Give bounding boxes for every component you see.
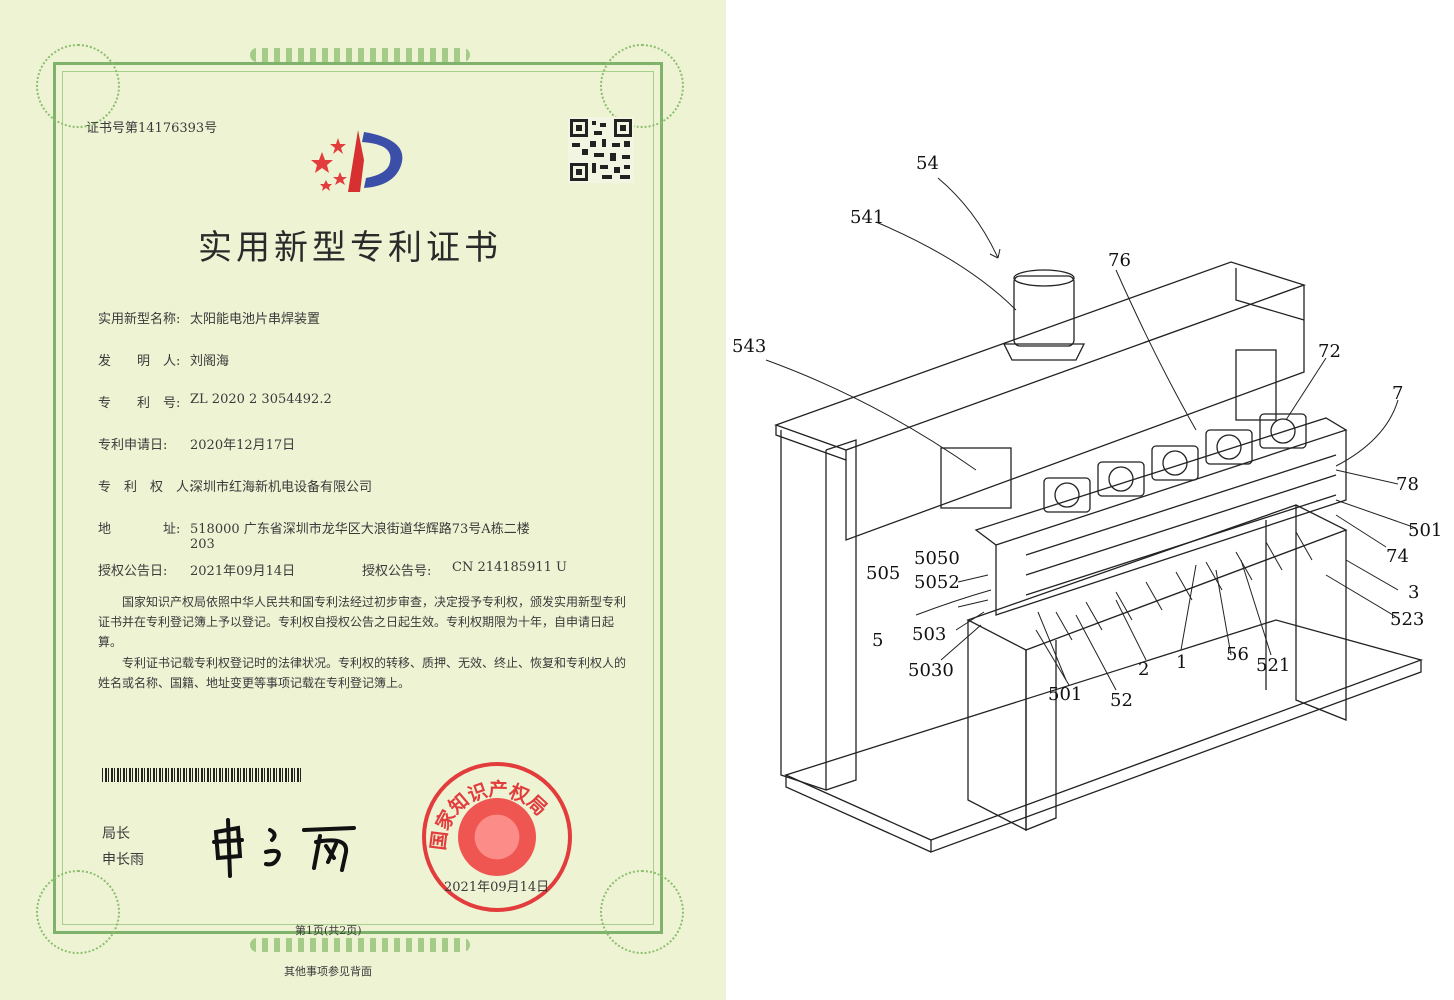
field-label-grant-date: 授权公告日: bbox=[98, 564, 168, 579]
corner-ornament bbox=[36, 870, 120, 954]
ref-label: 5052 bbox=[914, 572, 960, 593]
bottom-ornament bbox=[250, 938, 470, 952]
ref-label: 505 bbox=[866, 563, 901, 584]
field-label-patent-no: 专 利 号: bbox=[98, 396, 181, 411]
field-value-name: 太阳能电池片串焊装置 bbox=[190, 312, 321, 327]
ref-label: 501 bbox=[1408, 520, 1443, 541]
ref-label: 54 bbox=[916, 153, 939, 174]
page-info: 第1页(共2页) bbox=[295, 924, 362, 937]
corner-ornament bbox=[600, 44, 684, 128]
ref-label: 78 bbox=[1396, 474, 1419, 495]
barcode bbox=[102, 768, 302, 782]
field-value-patent-no: ZL 2020 2 3054492.2 bbox=[190, 392, 332, 407]
field-label-filing-date: 专利申请日: bbox=[98, 438, 168, 453]
ref-label: 56 bbox=[1226, 644, 1249, 665]
corner-ornament bbox=[600, 870, 684, 954]
field-label-name: 实用新型名称: bbox=[98, 312, 181, 327]
certificate-title: 实用新型专利证书 bbox=[198, 228, 502, 268]
national-emblem-icon bbox=[458, 798, 536, 876]
ref-label: 5030 bbox=[908, 660, 954, 681]
cnipa-logo-icon bbox=[311, 130, 403, 192]
field-value-inventor: 刘阁海 bbox=[190, 354, 230, 369]
ref-label: 503 bbox=[912, 624, 947, 645]
ref-label: 7 bbox=[1392, 383, 1404, 404]
certificate-paragraph: 专利证书记载专利权登记时的法律状况。专利权的转移、质押、无效、终止、恢复和专利权… bbox=[98, 656, 627, 690]
seal-date: 2021年09月14日 bbox=[444, 880, 550, 895]
ref-label: 1 bbox=[1176, 652, 1188, 673]
field-value-grant-date: 2021年09月14日 bbox=[190, 564, 296, 579]
certificate-paragraph: 国家知识产权局依照中华人民共和国专利法经过初步审查，决定授予专利权，颁发实用新型… bbox=[98, 595, 627, 649]
patent-drawing: 54 541 76 543 72 7 78 501 74 3 523 505 5… bbox=[726, 0, 1454, 1000]
field-value-address: 518000 广东省深圳市龙华区大浪街道华辉路73号A栋二楼 bbox=[190, 522, 530, 537]
field-label-address: 地 址: bbox=[98, 522, 181, 537]
svg-text:国家知识产权局: 国家知识产权局 bbox=[427, 778, 551, 852]
machine-drawing bbox=[765, 177, 1424, 853]
director-name: 申长雨 bbox=[102, 852, 144, 868]
field-value-filing-date: 2020年12月17日 bbox=[190, 438, 296, 453]
certificate-number: 证书号第14176393号 bbox=[86, 121, 218, 136]
director-signature bbox=[212, 818, 356, 878]
ref-label: 5 bbox=[872, 630, 884, 651]
ref-label: 76 bbox=[1108, 250, 1131, 271]
ref-label: 521 bbox=[1256, 655, 1291, 676]
field-label-grant-no: 授权公告号: bbox=[362, 564, 432, 579]
field-value-address-line2: 203 bbox=[190, 537, 215, 552]
patent-certificate: 证书号第14176393号 实用新型专利证书 实用新型名称: 太阳能电池片串焊装… bbox=[0, 0, 726, 1000]
director-title: 局长 bbox=[102, 826, 130, 842]
ref-label: 5050 bbox=[914, 548, 960, 569]
top-ornament bbox=[250, 48, 470, 62]
qr-code-icon bbox=[568, 117, 634, 183]
ref-label: 2 bbox=[1138, 659, 1150, 680]
certificate-border bbox=[53, 62, 663, 934]
ref-label: 501 bbox=[1048, 684, 1083, 705]
certificate-inner-border bbox=[62, 71, 654, 925]
official-seal bbox=[422, 762, 572, 912]
field-value-patentee: 深圳市红海新机电设备有限公司 bbox=[190, 480, 373, 495]
corner-ornament bbox=[36, 44, 120, 128]
field-label-patentee: 专 利 权 人: bbox=[98, 480, 194, 495]
ref-label: 52 bbox=[1110, 690, 1133, 711]
ref-label: 523 bbox=[1390, 609, 1425, 630]
ref-label: 74 bbox=[1386, 546, 1409, 567]
ref-label: 543 bbox=[732, 336, 767, 357]
ref-label: 3 bbox=[1408, 582, 1420, 603]
field-value-grant-no: CN 214185911 U bbox=[452, 560, 567, 575]
seal-text-ring: 国家知识产权局 bbox=[427, 778, 551, 852]
ref-label: 541 bbox=[850, 207, 885, 228]
ref-label: 72 bbox=[1318, 341, 1341, 362]
footer-note: 其他事项参见背面 bbox=[284, 965, 372, 978]
field-label-inventor: 发 明 人: bbox=[98, 354, 181, 369]
